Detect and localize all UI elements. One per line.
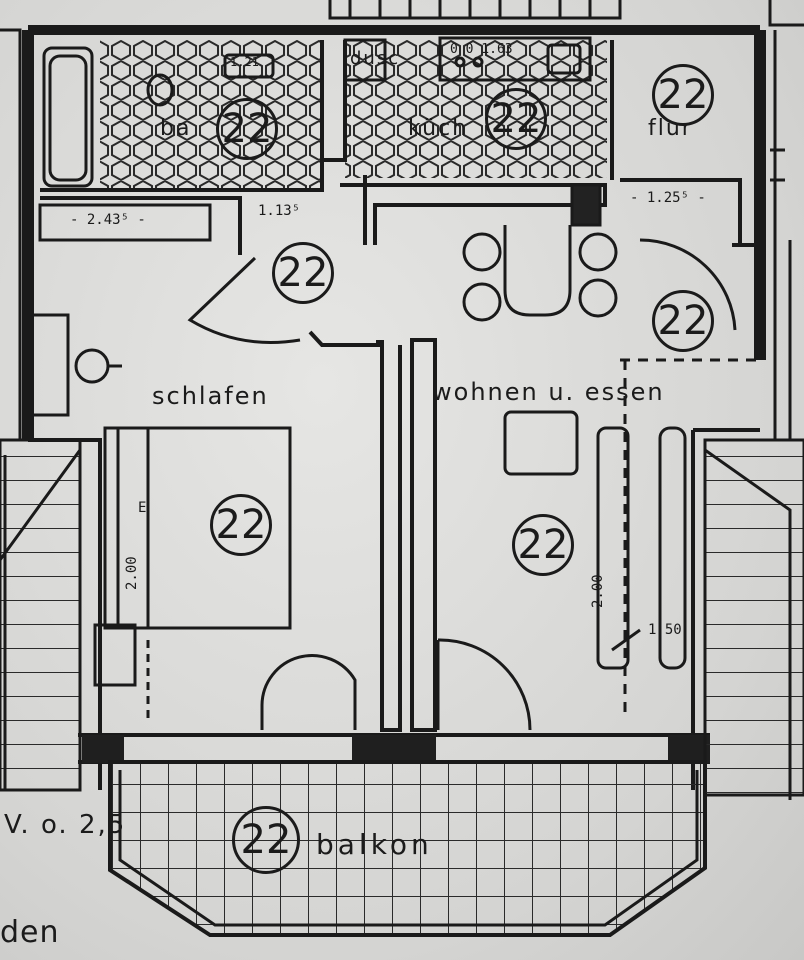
room-number-schlafen: 22 xyxy=(210,494,272,556)
night-stand xyxy=(93,623,137,687)
dining-group xyxy=(462,225,618,322)
window-posts xyxy=(82,735,710,763)
bathtub xyxy=(42,46,94,188)
upper-fragment xyxy=(328,0,804,27)
bedroom-furniture xyxy=(30,313,292,720)
room-label-schlafen: schlafen xyxy=(152,382,269,410)
chair xyxy=(578,278,618,318)
sofa xyxy=(596,426,630,670)
dimension-passage-width: 1.13⁵ xyxy=(258,203,301,219)
stairwell-right xyxy=(703,438,804,800)
armchair xyxy=(503,410,579,476)
chair xyxy=(462,232,502,272)
room-label-bad: ba xyxy=(160,116,192,141)
room-number-passage: 22 xyxy=(272,242,334,304)
kitchen-sink xyxy=(546,43,582,75)
room-label-kueche: küch xyxy=(408,116,469,141)
room-number-kueche: 22 xyxy=(485,88,547,150)
lamp-table xyxy=(74,348,110,384)
room-number-flur: 22 xyxy=(652,64,714,126)
room-label-dusche: dusc xyxy=(350,48,401,69)
dining-table xyxy=(503,225,572,317)
side-walls xyxy=(0,28,792,440)
dimension-bad-width: - 2.43⁵ - xyxy=(70,212,146,228)
living-furniture xyxy=(503,358,760,720)
chair xyxy=(578,232,618,272)
bath-shelf xyxy=(38,203,212,242)
bed-side-label: E xyxy=(138,500,147,516)
room-number-wohnen: 22 xyxy=(512,514,574,576)
dimension-flur-width: - 1.25⁵ - xyxy=(630,190,706,206)
toilet xyxy=(146,73,174,107)
kitchen-fixtures xyxy=(343,36,602,227)
room-number-hall: 22 xyxy=(652,290,714,352)
wardrobe xyxy=(30,313,70,417)
chair xyxy=(462,282,502,322)
stove-label: 0 0 1.63 xyxy=(450,42,513,57)
balcony-door-left xyxy=(260,654,357,730)
shower-tray xyxy=(343,38,387,82)
footer-note: V. o. 2,5 xyxy=(4,810,127,840)
sofa-back xyxy=(658,426,687,670)
room-label-wohnen: wohnen u. essen xyxy=(432,378,665,406)
bath-fixtures xyxy=(38,46,275,242)
doors xyxy=(187,238,737,731)
dimension-sofa-length: 2.00 xyxy=(590,574,606,608)
bath-sink xyxy=(223,53,275,79)
bed xyxy=(103,426,292,630)
balcony-door-right xyxy=(437,638,532,731)
room-label-balkon: balkon xyxy=(316,828,433,861)
hall-door xyxy=(639,238,737,331)
inner-walls xyxy=(40,40,760,732)
room-number-bad: 22 xyxy=(216,98,278,160)
bad-tiles xyxy=(100,40,322,188)
stairwell-left xyxy=(0,438,82,792)
dimension-bed-length: 2.00 xyxy=(124,556,140,590)
footer-cut-text: den xyxy=(0,915,60,950)
kueche-tiles xyxy=(345,40,607,178)
stove-counter xyxy=(438,36,592,82)
bedroom-door xyxy=(187,256,301,344)
window-label: 1.21 xyxy=(230,55,259,69)
room-number-balkon: 22 xyxy=(232,806,300,874)
dimension-sofa-width: 1.50 xyxy=(648,622,682,638)
chimney xyxy=(570,183,602,227)
